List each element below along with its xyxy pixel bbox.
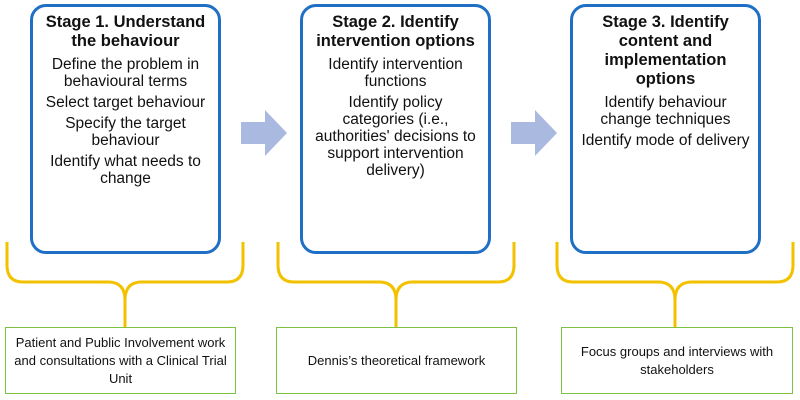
brace-1 [5, 242, 245, 330]
stage-2-item: Identify intervention functions [328, 56, 463, 90]
stage-2-items: Identify intervention functions Identify… [311, 56, 480, 179]
stage-3-item: Identify behaviour change techniques [600, 94, 731, 128]
stage-2-title: Stage 2. Identify intervention options [316, 13, 475, 50]
stage-3-items: Identify behaviour change techniques Ide… [581, 94, 750, 149]
stage-2-box: Stage 2. Identify intervention options I… [300, 4, 491, 254]
stage-1-items: Define the problem in behavioural terms … [41, 56, 210, 187]
stage-1-item: Identify what needs to change [50, 153, 201, 187]
source-box-2: Dennis’s theoretical framework [276, 327, 517, 394]
arrow-right-icon [511, 110, 557, 156]
source-3-text: Focus groups and interviews with stakeho… [580, 343, 774, 377]
stage-1-item: Define the problem in behavioural terms [51, 56, 200, 90]
brace-3 [555, 242, 795, 330]
stage-1-box: Stage 1. Understand the behaviour Define… [30, 4, 221, 254]
source-box-3: Focus groups and interviews with stakeho… [561, 327, 793, 394]
source-2-text: Dennis’s theoretical framework [307, 352, 486, 368]
stage-1-title: Stage 1. Understand the behaviour [45, 13, 206, 50]
stage-3-title: Stage 3. Identify content and implementa… [602, 13, 729, 88]
source-1-text: Patient and Public Involvement work and … [14, 334, 227, 386]
stage-3-box: Stage 3. Identify content and implementa… [570, 4, 761, 254]
stage-2-item: Identify policy categories (i.e., author… [315, 94, 476, 179]
brace-2 [276, 242, 516, 330]
stage-1-item: Specify the target behaviour [65, 115, 186, 149]
stage-3-item: Identify mode of delivery [581, 132, 750, 149]
arrow-right-icon [241, 110, 287, 156]
stage-1-item: Select target behaviour [45, 94, 206, 111]
source-box-1: Patient and Public Involvement work and … [5, 327, 236, 394]
